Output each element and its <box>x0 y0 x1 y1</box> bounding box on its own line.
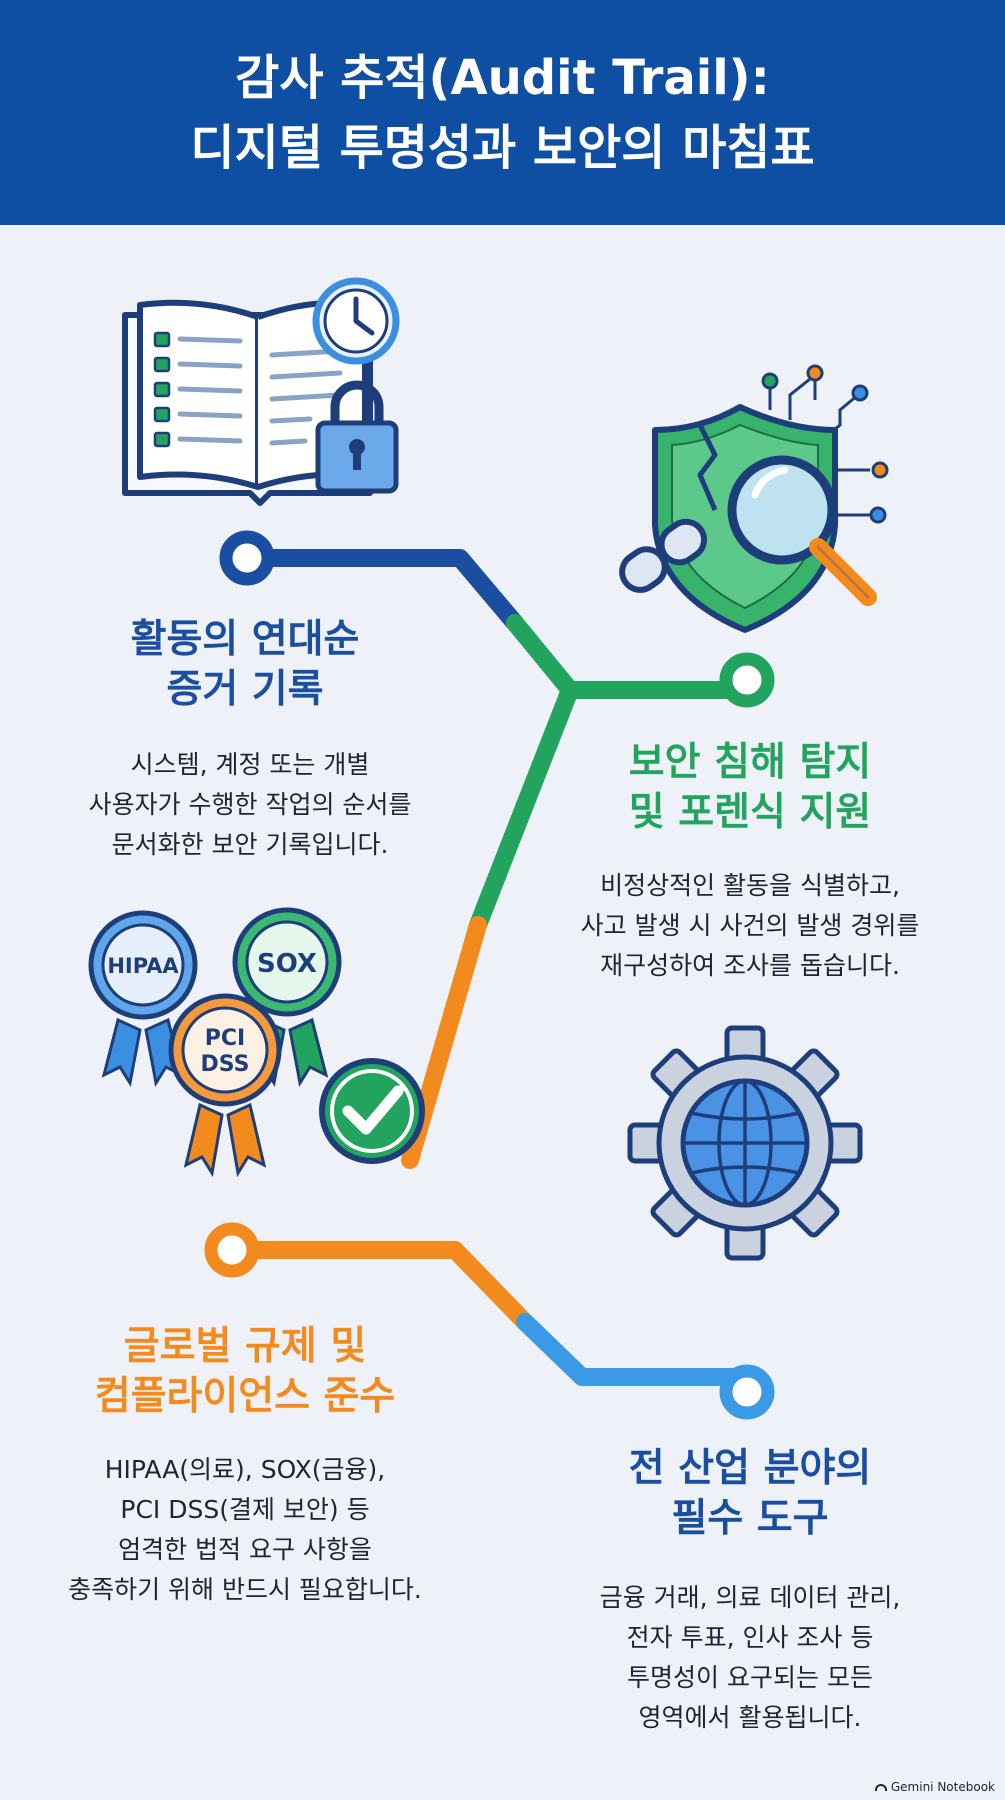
node-blue <box>219 530 275 586</box>
compliance-badges-icon: HIPAA SOX PCI DSS <box>88 907 342 1178</box>
section-1-body: 시스템, 계정 또는 개별 사용자가 수행한 작업의 순서를 문서화한 보안 기… <box>20 745 480 865</box>
path-segment-blue-top <box>241 549 524 632</box>
footer-brand: Gemini Notebook <box>874 1780 995 1794</box>
hipaa-badge: HIPAA <box>88 910 198 1088</box>
title-line-2: 디지털 투명성과 보안의 마침표 <box>190 120 815 176</box>
section-4-body-line-2: 전자 투표, 인사 조사 등 <box>626 1623 874 1652</box>
section-4-body-line-1: 금융 거래, 의료 데이터 관리, <box>599 1583 901 1612</box>
path-segment-lightblue <box>516 1313 754 1386</box>
sox-badge-label: SOX <box>257 949 317 979</box>
section-4-body-line-3: 투명성이 요구되는 모든 <box>627 1663 873 1692</box>
section-3-body-line-2: PCI DSS(결제 보안) 등 <box>120 1495 370 1524</box>
footer-brand-text: Gemini Notebook <box>890 1780 995 1794</box>
section-1-body-line-3: 문서화한 보안 기록입니다. <box>111 830 389 859</box>
section-4-heading-line-1: 전 산업 분야의 <box>628 1446 872 1491</box>
shield-magnifier-icon <box>619 364 889 633</box>
section-1-heading-line-2: 증거 기록 <box>166 667 324 712</box>
section-1-body-line-1: 시스템, 계정 또는 개별 <box>130 750 370 779</box>
check-circle-icon <box>319 1058 425 1164</box>
timeline-nodes <box>204 530 775 1420</box>
section-4-heading: 전 산업 분야의 필수 도구 <box>560 1444 940 1544</box>
section-2-heading-line-2: 및 포렌식 지원 <box>628 790 872 835</box>
section-1-heading-line-1: 활동의 연대순 <box>130 617 360 662</box>
node-green <box>719 652 775 708</box>
section-4-body-line-4: 영역에서 활용됩니다. <box>638 1703 862 1732</box>
section-3-body-line-3: 엄격한 법적 요구 사항을 <box>118 1535 372 1564</box>
open-book-clock-lock-icon <box>122 277 400 506</box>
gemini-logo-icon <box>874 1783 887 1791</box>
section-2-body-line-1: 비정상적인 활동을 식별하고, <box>600 871 900 900</box>
pci-badge-label-2: DSS <box>201 1052 250 1077</box>
section-3-heading-line-1: 글로벌 규제 및 <box>123 1324 367 1369</box>
section-4-body: 금융 거래, 의료 데이터 관리, 전자 투표, 인사 조사 등 투명성이 요구… <box>520 1578 980 1738</box>
node-lightblue <box>719 1364 775 1420</box>
section-2-body-line-3: 재구성하여 조사를 돕습니다. <box>600 951 900 980</box>
section-4-heading-line-2: 필수 도구 <box>671 1496 829 1541</box>
section-1-body-line-2: 사용자가 수행한 작업의 순서를 <box>88 790 412 819</box>
hipaa-badge-label: HIPAA <box>107 954 179 978</box>
gear-globe-icon <box>627 1025 863 1261</box>
section-3-body-line-4: 충족하기 위해 반드시 필요합니다. <box>68 1575 422 1604</box>
section-2-body: 비정상적인 활동을 식별하고, 사고 발생 시 사건의 발생 경위를 재구성하여… <box>520 866 980 986</box>
section-3-heading-line-2: 컴플라이언스 준수 <box>94 1374 396 1419</box>
sox-badge: SOX <box>232 907 342 1088</box>
title-banner: 감사 추적(Audit Trail): 디지털 투명성과 보안의 마침표 <box>0 0 1005 225</box>
timeline-path <box>223 549 754 1386</box>
section-3-body: HIPAA(의료), SOX(금융), PCI DSS(결제 보안) 등 엄격한… <box>20 1450 470 1610</box>
section-1-heading: 활동의 연대순 증거 기록 <box>55 615 435 715</box>
section-2-heading: 보안 침해 탐지 및 포렌식 지원 <box>560 738 940 838</box>
pci-badge-label-1: PCI <box>205 1026 245 1051</box>
section-2-heading-line-1: 보안 침해 탐지 <box>628 740 872 785</box>
timeline-diagram: HIPAA SOX PCI DSS <box>88 277 889 1420</box>
pci-dss-badge: PCI DSS <box>168 993 282 1178</box>
section-3-body-line-1: HIPAA(의료), SOX(금융), <box>104 1455 386 1484</box>
section-3-heading: 글로벌 규제 및 컴플라이언스 준수 <box>45 1322 445 1422</box>
title-line-1: 감사 추적(Audit Trail): <box>235 50 770 106</box>
section-2-body-line-2: 사고 발생 시 사건의 발생 경위를 <box>580 911 920 940</box>
path-segment-green <box>469 614 754 934</box>
node-orange <box>204 1222 260 1278</box>
